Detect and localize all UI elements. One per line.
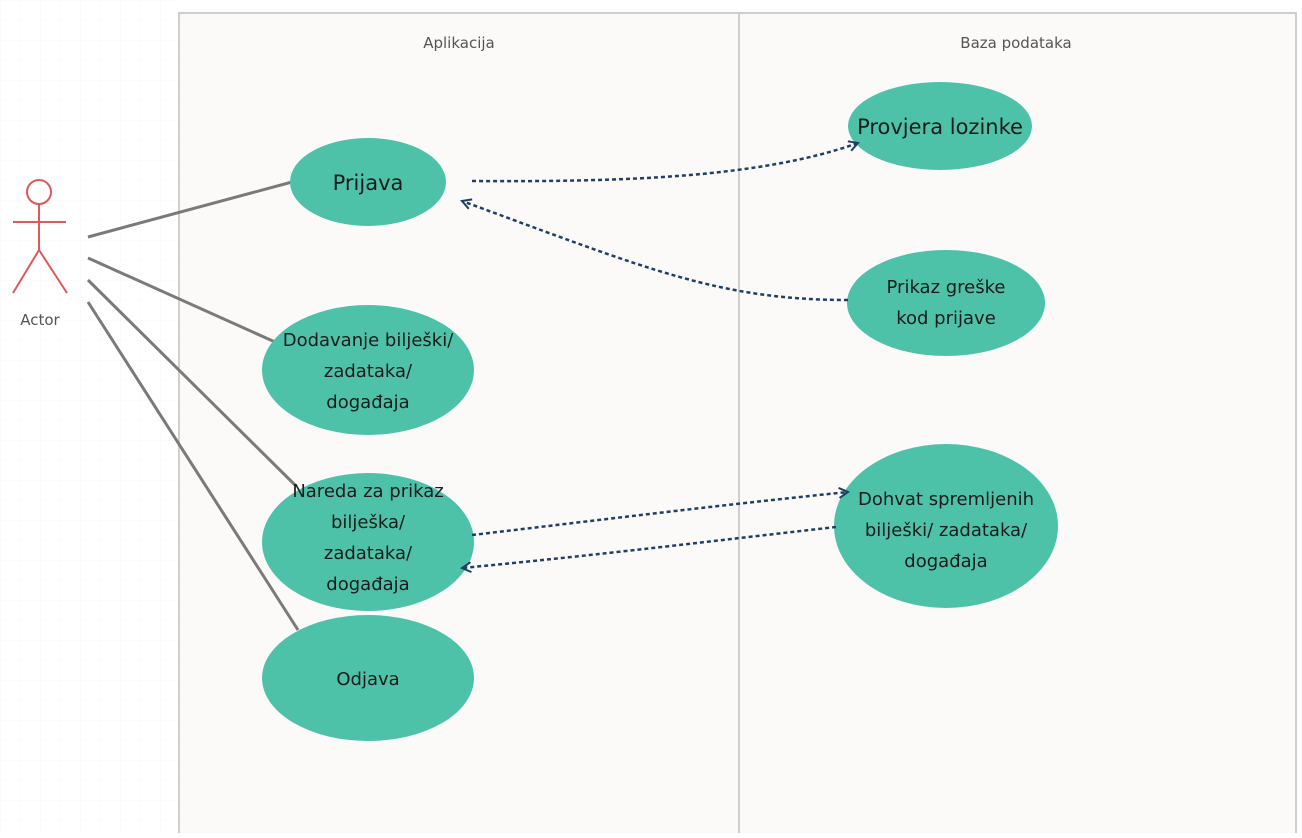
- usecase-label: Odjava: [336, 669, 399, 690]
- usecase-label: Nareda za prikaz: [292, 481, 443, 502]
- usecase-label: kod prijave: [896, 308, 996, 329]
- usecase-label: bilješka/: [331, 512, 406, 533]
- usecase-label: zadataka/: [324, 361, 413, 382]
- usecase-prikaz-greske[interactable]: Prikaz greške kod prijave: [847, 250, 1045, 356]
- usecase-label: događaja: [904, 551, 987, 572]
- usecase-odjava[interactable]: Odjava: [262, 615, 474, 741]
- usecase-dodavanje[interactable]: Dodavanje bilješki/ zadataka/ događaja: [262, 305, 474, 435]
- usecase-label: Provjera lozinke: [857, 115, 1023, 139]
- usecase-prijava[interactable]: Prijava: [290, 138, 446, 226]
- associations: [86, 180, 300, 631]
- association-line[interactable]: [86, 278, 297, 487]
- association-line[interactable]: [87, 180, 293, 239]
- association-line[interactable]: [87, 256, 276, 344]
- swimlane-baza-podataka: Baza podataka: [738, 12, 1297, 838]
- actor[interactable]: Actor: [12, 179, 68, 329]
- dependency-arrow[interactable]: [471, 143, 858, 183]
- usecase-label: Prikaz greške: [887, 277, 1006, 298]
- association-line[interactable]: [86, 301, 300, 631]
- usecase-label: događaja: [326, 574, 409, 595]
- grid-background: [0, 0, 178, 833]
- swimlane-title-baza-podataka: Baza podataka: [960, 34, 1071, 52]
- usecase-provjera-lozinke[interactable]: Provjera lozinke: [848, 82, 1032, 170]
- usecase-nareda[interactable]: Nareda za prikaz bilješka/ zadataka/ dog…: [262, 473, 474, 611]
- usecase-label: Dohvat spremljenih: [858, 489, 1034, 510]
- usecase-label: Prijava: [333, 171, 404, 195]
- dependency-arrow[interactable]: [471, 492, 848, 537]
- dependencies: [462, 143, 858, 568]
- usecase-label: događaja: [326, 392, 409, 413]
- actor-icon: [12, 179, 68, 294]
- usecase-label: Dodavanje bilješki/: [283, 330, 455, 351]
- swimlane-title-aplikacija: Aplikacija: [423, 34, 495, 52]
- usecase-label: zadataka/: [324, 543, 413, 564]
- actor-label: Actor: [20, 311, 60, 329]
- usecase-label: bilješki/ zadataka/: [865, 520, 1028, 541]
- usecase-dohvat[interactable]: Dohvat spremljenih bilješki/ zadataka/ d…: [834, 444, 1058, 608]
